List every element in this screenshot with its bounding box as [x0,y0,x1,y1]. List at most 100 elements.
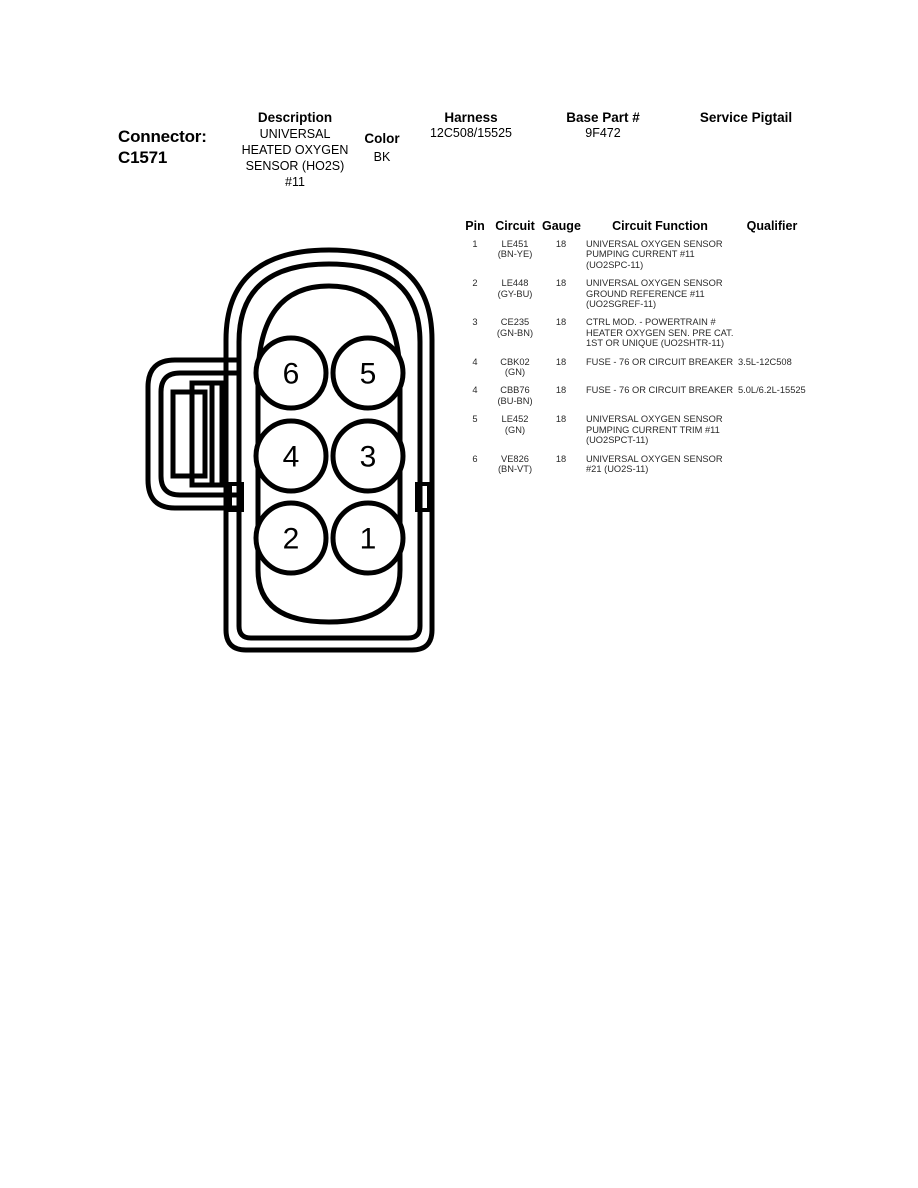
circuit-color-code: (BN-YE) [497,249,533,260]
table-row: 3 CE235(GN-BN) 18 CTRL MOD. - POWERTRAIN # … [462,317,806,356]
cell-circuit: CBB76(BU-BN) [488,385,542,414]
cell-qualifier: 5.0L/6.2L-15525 [738,385,806,396]
circuit-code: CBB76 [500,385,530,396]
cell-circuit: CBK02(GN) [488,357,542,386]
keying-tab-left [228,482,244,512]
pin-cavity-1 [330,500,406,576]
column-header-gauge: Gauge [542,219,581,233]
pin-cavities [253,335,406,576]
keying-tab-right [415,482,431,512]
cell-qualifier [734,317,806,356]
circuit-code: LE452 [501,414,529,425]
service-pigtail-column: Service Pigtail [676,110,816,126]
cell-circuit-function: UNIVERSAL OXYGEN SENSOR PUMPING CURRENT … [586,414,723,446]
connector-identity: Connector: C1571 [118,126,253,168]
keying-tabs [228,482,431,512]
base-part-column: Base Part # 9F472 [540,110,666,141]
cell-qualifier [734,454,806,483]
cell-circuit-function: UNIVERSAL OXYGEN SENSOR #21 (UO2S-11) [586,453,723,474]
cell-circuit-function: UNIVERSAL OXYGEN SENSOR GROUND REFERENCE… [586,278,723,310]
connector-id: C1571 [118,148,168,167]
cell-circuit-function: FUSE - 76 OR CIRCUIT BREAKER [586,385,734,396]
cell-qualifier: 3.5L-12C508 [738,356,792,367]
cell-pin: 6 [472,453,478,464]
cell-qualifier [734,239,806,278]
pin-number-2: 2 [283,523,300,556]
harness-value: 12C508/15525 [429,126,513,140]
cell-gauge: 18 [555,414,567,425]
cell-pin: 4 [472,385,478,396]
table-row: 5 LE452(GN) 18 UNIVERSAL OXYGEN SENSOR PUMP… [462,414,806,453]
pin-number-3: 3 [360,441,377,474]
description-title: Description [257,110,333,125]
cell-circuit: CE235(GN-BN) [488,317,542,356]
service-pigtail-title: Service Pigtail [699,110,793,125]
circuit-code: VE826 [501,453,529,464]
cell-pin: 5 [472,414,478,425]
pin-cavity-2 [253,500,329,576]
circuit-color-code: (GY-BU) [497,288,533,299]
cell-pin: 1 [472,239,478,249]
table-row: 1 LE451(BN-YE) 18 UNIVERSAL OXYGEN SENSOR P… [462,239,806,278]
table-row: 4 CBB76(BU-BN) 18 FUSE - 76 OR CIRCUIT BREA… [462,385,806,414]
circuit-code: CBK02 [500,356,530,367]
pin-number-6: 6 [283,358,300,391]
table-row: 2 LE448(GY-BU) 18 UNIVERSAL OXYGEN SENSOR G… [462,278,806,317]
pin-number-1: 1 [360,523,377,556]
cell-gauge: 18 [555,317,567,328]
column-header-circuit: Circuit [495,219,535,233]
pin-numbers: 6 5 4 3 2 1 [283,358,377,556]
cell-circuit: LE452(GN) [488,414,542,453]
circuit-color-code: (GN) [504,367,526,378]
pin-cavity-6 [253,335,329,411]
pin-cavity-5 [330,335,406,411]
base-part-title: Base Part # [566,110,640,125]
cell-circuit-function: FUSE - 76 OR CIRCUIT BREAKER [586,356,734,367]
circuit-color-code: (GN) [504,424,526,435]
connector-header: Connector: C1571 Description UNIVERSAL H… [0,104,918,194]
table-row: 4 CBK02(GN) 18 FUSE - 76 OR CIRCUIT BREAKER… [462,357,806,386]
cell-gauge: 18 [555,356,567,367]
circuit-code: CE235 [500,317,530,328]
connector-diagram: 6 5 4 3 2 1 [140,240,440,670]
cell-circuit-function: UNIVERSAL OXYGEN SENSOR PUMPING CURRENT … [586,239,723,270]
description-value: UNIVERSAL HEATED OXYGEN SENSOR (HO2S) #1… [241,127,349,189]
color-value: BK [373,150,391,164]
description-column: Description UNIVERSAL HEATED OXYGEN SENS… [236,110,354,190]
pin-assignment-table: Pin Circuit Gauge Circuit Function Quali… [462,219,806,482]
base-part-value: 9F472 [585,126,621,140]
cell-gauge: 18 [555,278,567,289]
cell-pin: 2 [472,278,478,289]
column-header-pin: Pin [465,219,485,233]
cell-gauge: 18 [555,239,567,249]
connector-label: Connector: [118,127,207,146]
cell-pin: 4 [472,356,478,367]
connector-body-outer [223,247,435,653]
circuit-code: LE448 [501,278,529,289]
pin-cavity-4 [253,418,329,494]
pin-cavity-3 [330,418,406,494]
column-header-function: Circuit Function [612,219,708,233]
cell-qualifier [734,414,806,453]
circuit-color-code: (GN-BN) [496,327,534,338]
circuit-code: LE451 [501,239,529,249]
cell-circuit: LE448(GY-BU) [488,278,542,317]
column-header-qualifier: Qualifier [746,219,798,233]
cell-circuit-function: CTRL MOD. - POWERTRAIN # HEATER OXYGEN S… [586,317,734,349]
connector-body-inner [236,261,423,641]
table-header-row: Pin Circuit Gauge Circuit Function Quali… [462,219,806,239]
latch-ribs [170,380,227,488]
pin-number-4: 4 [283,441,300,474]
harness-column: Harness 12C508/15525 [404,110,538,141]
circuit-color-code: (BN-VT) [497,463,533,474]
cell-pin: 3 [472,317,478,328]
pin-number-5: 5 [360,358,377,391]
latch-bracket [145,357,238,511]
cell-circuit: LE451(BN-YE) [488,239,542,278]
color-column: Color BK [360,131,404,165]
cell-qualifier [734,278,806,317]
cell-circuit: VE826(BN-VT) [488,454,542,483]
cell-gauge: 18 [555,385,567,396]
